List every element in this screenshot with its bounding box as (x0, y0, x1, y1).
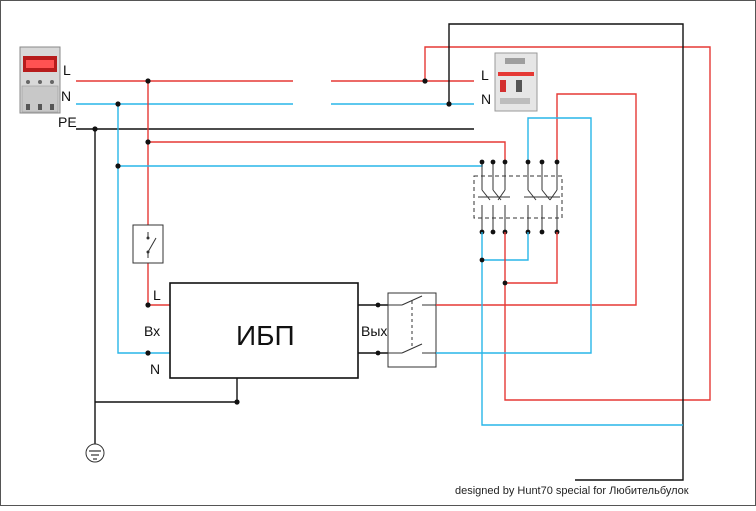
ups-output-label: Вых (361, 323, 387, 339)
ups-output-label-bg (359, 320, 384, 340)
ups-input-l: L (153, 287, 161, 303)
junction-dots (92, 78, 452, 405)
ground-symbol-icon (85, 443, 105, 463)
ups-output-dots (375, 302, 381, 356)
bypass-switch (132, 224, 164, 264)
meter-label-l: L (63, 62, 71, 78)
voltage-meter (19, 46, 61, 114)
rcd-label-l: L (481, 67, 489, 83)
rcd-phase-loop (424, 46, 711, 401)
rcd-label-n: N (481, 91, 491, 107)
main-bus (76, 80, 474, 130)
breaker-output-dots (479, 257, 508, 286)
ups-output-wires (358, 304, 388, 354)
changeover-output-wires (436, 93, 637, 354)
rcd-neutral-return (448, 23, 684, 481)
credit-text: designed by Hunt70 special for Любительб… (455, 485, 689, 497)
meter-label-pe: PE (58, 114, 77, 130)
rcd-device (494, 52, 538, 112)
ups-title: ИБП (236, 320, 295, 351)
rcd-output-loops (424, 23, 711, 481)
ups-input-label: Вх (144, 323, 160, 339)
ups-unit (169, 282, 359, 379)
ups-body (169, 282, 359, 379)
changeover-switch (387, 292, 437, 368)
breaker-block (473, 159, 563, 235)
meter-label-n: N (61, 88, 71, 104)
breaker-output-wires (481, 232, 683, 426)
ups-input-n: N (150, 361, 160, 377)
left-branches (94, 81, 506, 445)
